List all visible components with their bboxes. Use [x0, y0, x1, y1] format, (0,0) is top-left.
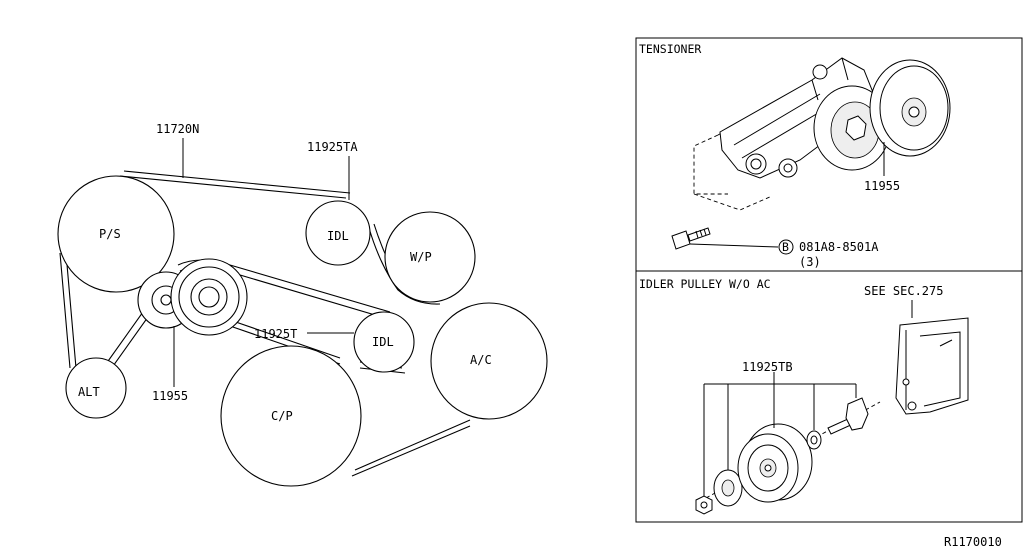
ac-pulley: [430, 302, 548, 420]
bolt-part-number: 081A8-8501A: [799, 240, 879, 254]
belt-callout: 11720N: [156, 122, 199, 136]
tensioner-pulley-bolt: [908, 106, 920, 118]
tensioner-boss-1-hole: [750, 158, 762, 170]
alt-label: ALT: [78, 385, 100, 399]
callouts: 11720N 11925TA 11925T 11955: [152, 122, 358, 403]
ps-label: P/S: [99, 227, 121, 241]
bracket-body: [895, 317, 969, 415]
crank-idler-pulley-hub: [198, 286, 220, 308]
idler-spacer-hole: [810, 435, 818, 445]
tensioner-bolt: [671, 227, 711, 250]
idler-exploded-parts: [695, 397, 881, 515]
tensioner-boss-3: [812, 64, 828, 80]
tensioner-panel-title: TENSIONER: [639, 42, 701, 56]
ac-label: A/C: [470, 353, 492, 367]
bolt-marker-circle: [778, 239, 794, 255]
idler-top-callout: 11925TA: [307, 140, 358, 154]
tensioner-hex: [845, 115, 867, 141]
see-section-note: SEE SEC.275: [864, 284, 943, 298]
idler-cover-inner: [721, 479, 735, 497]
power-steering-pulley: [57, 175, 175, 293]
tensioner-arm-rib: [733, 57, 849, 159]
bolt-marker: B: [782, 240, 789, 254]
pulley-labels: P/S ALT IDL W/P IDL A/C C/P: [78, 227, 492, 423]
bolt-shank: [687, 227, 711, 242]
tensioner-assembly: [693, 57, 951, 211]
bracket-hole: [907, 401, 917, 411]
bracket-flange: [905, 330, 961, 410]
bracket-hole-2: [902, 378, 910, 386]
idl-top-label: IDL: [327, 229, 349, 243]
idler-nut-hole: [700, 501, 708, 509]
cp-label: C/P: [271, 409, 293, 423]
idl-lower-label: IDL: [372, 335, 394, 349]
idler-bolt-head: [845, 397, 869, 431]
tensioner-pulley-rim: [879, 65, 949, 151]
idler-panel-title: IDLER PULLEY W/O AC: [639, 277, 771, 291]
bolt-leader: [689, 243, 779, 248]
tensioner-boss-2-hole: [783, 163, 793, 173]
idler-bracket: [895, 317, 969, 415]
pulleys: [57, 175, 548, 487]
idler-top-pulley: [305, 200, 371, 266]
bolt-head: [671, 230, 691, 250]
crank-pulley: [220, 345, 362, 487]
idler-lower-pulley: [353, 311, 415, 373]
water-pump-pulley: [384, 211, 476, 303]
tensioner-callout: 11955: [152, 389, 188, 403]
tensioner-pulley-hub: [160, 294, 172, 306]
idler-part-number: 11925TB: [742, 360, 793, 374]
alternator-pulley: [65, 357, 127, 419]
idler-part-leaders: [703, 372, 857, 496]
wp-label: W/P: [410, 250, 432, 264]
idler-lower-callout: 11925T: [254, 327, 297, 341]
bolt-thread: [695, 228, 707, 239]
bolt-quantity: (3): [799, 255, 821, 269]
reference-code: R1170010: [944, 535, 1002, 549]
idler-pulley-groove: [747, 444, 789, 492]
idler-pulley-bore: [764, 464, 772, 472]
tensioner-part-number: 11955: [864, 179, 900, 193]
idler-panel-frame: [635, 270, 1023, 523]
